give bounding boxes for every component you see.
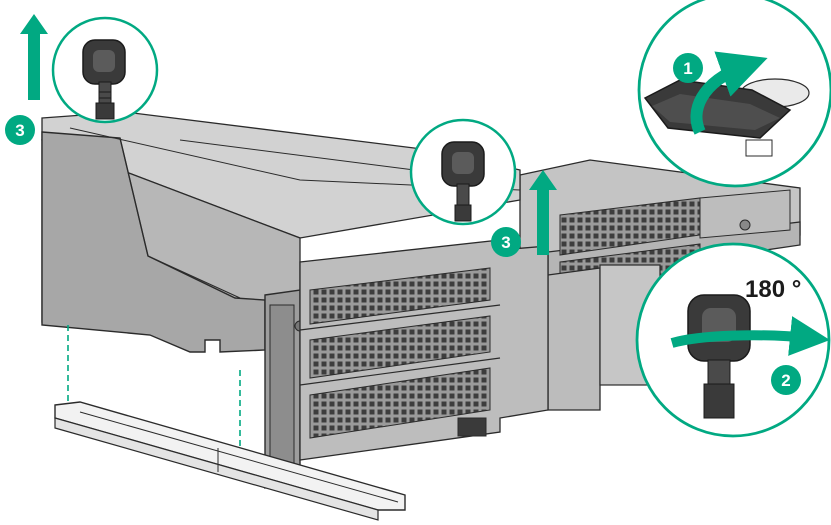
left-lift-arrow: 3 bbox=[5, 14, 48, 145]
step3-center-label: 3 bbox=[501, 233, 510, 252]
center-thumbscrew-callout bbox=[409, 118, 517, 226]
thumbscrew-icon bbox=[82, 39, 126, 120]
up-arrow-icon bbox=[529, 170, 557, 255]
main-riser-cage bbox=[41, 111, 549, 489]
rotate-arrow-icon bbox=[670, 316, 830, 356]
step1-detail-callout: 1 bbox=[637, 0, 831, 188]
left-thumbscrew-callout bbox=[51, 16, 159, 124]
step2-detail-callout: 180 ° 2 bbox=[635, 242, 831, 438]
step1-label: 1 bbox=[683, 59, 692, 78]
up-arrow-icon bbox=[20, 14, 48, 100]
thumbscrew-icon bbox=[441, 141, 485, 222]
rotate-arrow-icon bbox=[690, 51, 768, 135]
alignment-guide-lines bbox=[67, 325, 241, 450]
center-lift-arrow: 3 bbox=[491, 170, 557, 257]
rotation-angle-label: 180 ° bbox=[745, 276, 801, 303]
step3-left-label: 3 bbox=[15, 121, 24, 140]
step2-label: 2 bbox=[781, 371, 790, 390]
motherboard-riser-connector bbox=[54, 401, 406, 521]
